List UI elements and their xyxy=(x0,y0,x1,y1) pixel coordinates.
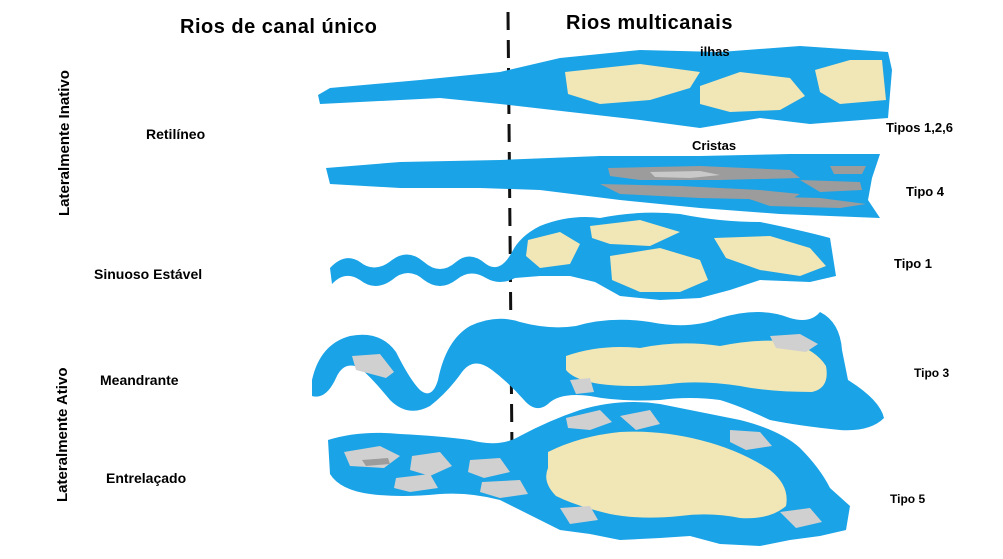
type-label-tipo-5: Tipo 5 xyxy=(890,492,925,506)
annotation-ilhas: ilhas xyxy=(700,44,730,59)
row-label-meandrante: Meandrante xyxy=(100,372,179,388)
type-label-tipo-1: Tipo 1 xyxy=(894,256,932,271)
type-label-tipo-3: Tipo 3 xyxy=(914,366,949,380)
annotation-cristas: Cristas xyxy=(692,138,736,153)
planform-stable-sinuous xyxy=(330,213,836,300)
header-multichannel: Rios multicanais xyxy=(566,12,733,35)
planform-straight-islands xyxy=(318,46,892,128)
type-label-tipos-1-2-6: Tipos 1,2,6 xyxy=(886,120,953,135)
header-single-channel: Rios de canal único xyxy=(180,16,377,39)
side-label-lateral-inactive: Lateralmente Inativo xyxy=(56,70,73,216)
planform-straight-ridges xyxy=(326,154,880,218)
planform-braided xyxy=(328,402,850,546)
row-label-sinuoso-estavel: Sinuoso Estável xyxy=(94,266,202,282)
side-label-lateral-active: Lateralmente Ativo xyxy=(54,368,71,502)
row-label-entrelacado: Entrelaçado xyxy=(106,470,186,486)
type-label-tipo-4: Tipo 4 xyxy=(906,184,944,199)
row-label-retilineo: Retilíneo xyxy=(146,126,205,142)
